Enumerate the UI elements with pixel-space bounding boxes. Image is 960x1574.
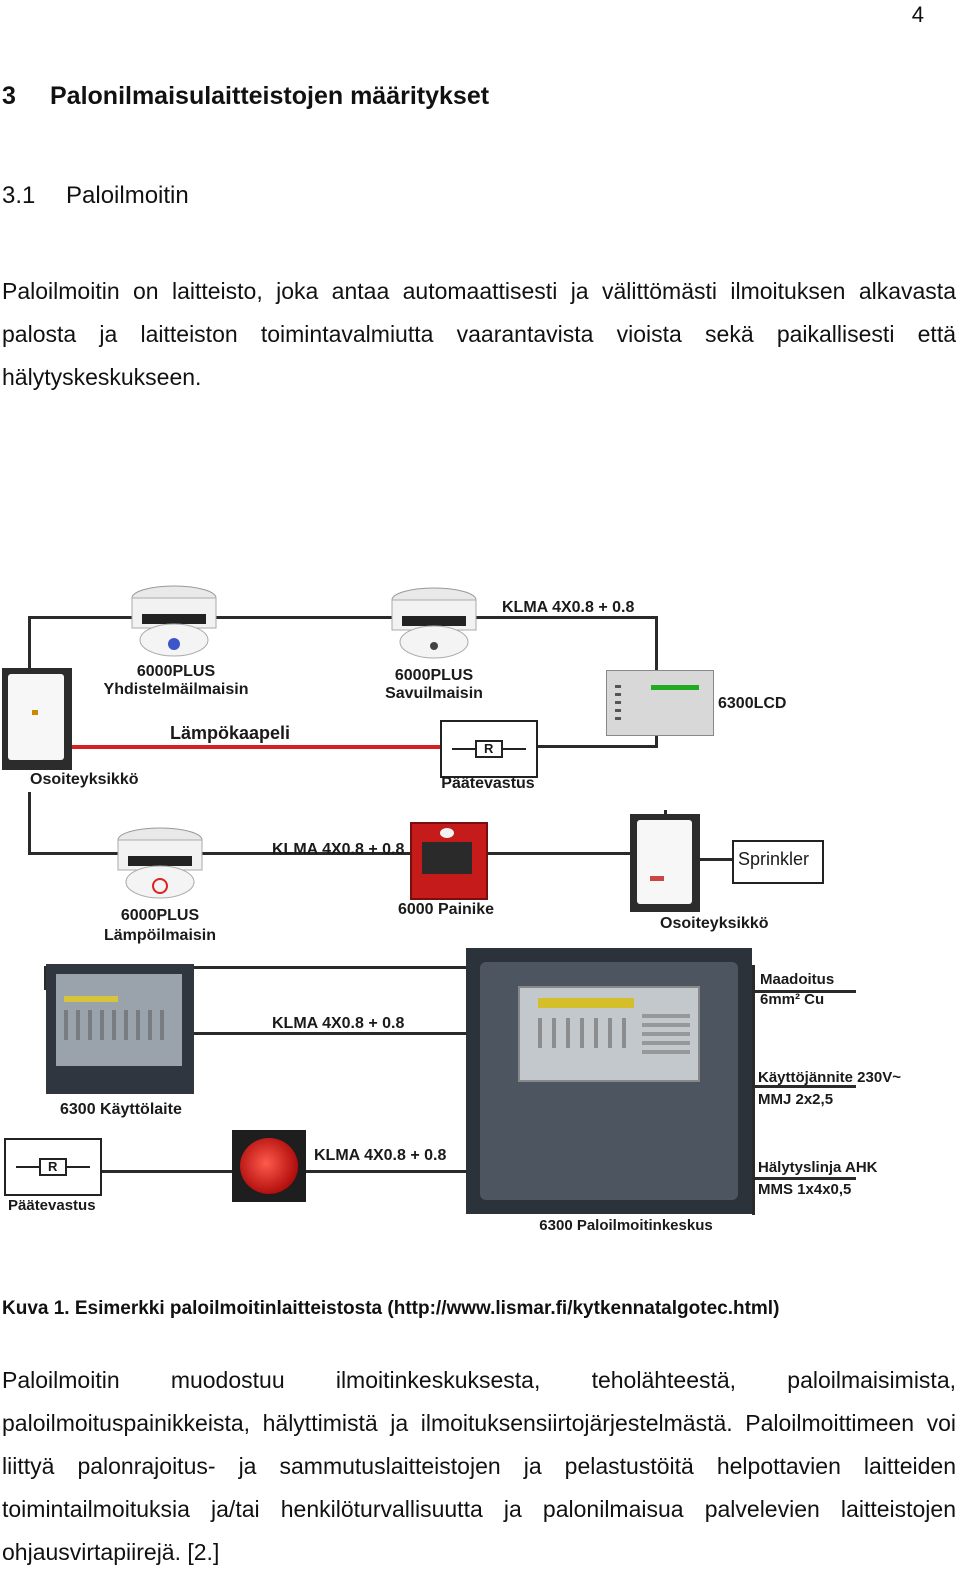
- intro-paragraph: Paloilmoitin on laitteisto, joka antaa a…: [2, 278, 956, 390]
- label-panel: 6300 Paloilmoitinkeskus: [539, 1217, 713, 1234]
- control-unit-icon: [46, 964, 194, 1094]
- label-alarm-1: Hälytyslinja AHK: [758, 1159, 878, 1176]
- resistor-bottom-box: R: [4, 1138, 102, 1196]
- call-point-icon: [410, 822, 488, 900]
- heat-detector-icon: [114, 826, 206, 902]
- label-combined-model: 6000PLUS: [136, 663, 216, 680]
- chapter-heading: 3 Palonilmaisulaitteistojen määritykset: [2, 82, 489, 111]
- label-cable-bottom: KLMA 4X0.8 + 0.8: [314, 1147, 447, 1164]
- label-button: 6000 Painike: [397, 901, 495, 918]
- wire-left-to-heat: [28, 852, 128, 855]
- heat-cable-wire: [70, 745, 440, 749]
- address-unit-right-icon: [630, 814, 700, 912]
- label-earth-1: Maadoitus: [760, 971, 835, 988]
- fire-alarm-panel-icon: [466, 948, 752, 1214]
- body-paragraph: Paloilmoitin muodostuu ilmoitinkeskukses…: [2, 1367, 956, 1565]
- wire-right-top: [655, 616, 658, 676]
- label-resistor-top: Päätevastus: [441, 775, 535, 792]
- label-sprinkler: Sprinkler: [738, 849, 810, 869]
- wire-left-top: [28, 616, 31, 670]
- section-number: 3.1: [2, 182, 36, 209]
- figure-caption: Kuva 1. Esimerkki paloilmoitinlaitteisto…: [2, 1298, 780, 1319]
- wire-control-to-panel: [194, 1032, 466, 1035]
- wire-resistor-to-sounder: [100, 1170, 232, 1173]
- label-alarm-2: MMS 1x4x0,5: [758, 1181, 852, 1198]
- wire-panel-right: [752, 965, 755, 1215]
- label-heat-cable: Lämpökaapeli: [170, 723, 291, 743]
- chapter-title: Palonilmaisulaitteistojen määritykset: [50, 82, 490, 110]
- combined-detector-icon: [128, 584, 220, 660]
- label-address-unit-right: Osoiteyksikkö: [660, 915, 769, 932]
- resistor-top-symbol: R: [484, 741, 494, 756]
- label-smoke-model: 6000PLUS: [394, 667, 474, 684]
- wire-panel-top: [44, 966, 468, 969]
- wire-sounder-to-panel: [306, 1170, 466, 1173]
- label-cable-panel: KLMA 4X0.8 + 0.8: [272, 1015, 405, 1032]
- label-voltage-2: MMJ 2x2,5: [758, 1091, 834, 1108]
- smoke-detector-icon: [388, 586, 480, 662]
- wire-panel-left: [44, 966, 47, 990]
- lcd-panel-icon: [606, 670, 714, 736]
- label-voltage-1: Käyttöjännite 230V~: [758, 1069, 901, 1086]
- label-cable-mid: KLMA 4X0.8 + 0.8: [272, 841, 405, 858]
- label-heat-name: Lämpöilmaisin: [103, 927, 217, 944]
- wire-earth: [752, 990, 856, 993]
- wire-button-to-unit: [484, 852, 664, 855]
- sounder-icon: [232, 1130, 306, 1202]
- label-lcd: 6300LCD: [718, 695, 787, 712]
- section-title: Paloilmoitin: [66, 182, 189, 209]
- resistor-top-box: R: [440, 720, 538, 778]
- label-address-unit-left: Osoiteyksikkö: [30, 771, 139, 788]
- section-heading: 3.1 Paloilmoitin: [2, 182, 189, 210]
- wire-top: [28, 616, 658, 619]
- wire-heat-to-button: [200, 852, 410, 855]
- label-combined-name: Yhdistelmäilmaisin: [103, 681, 249, 698]
- wire-sprinkler: [698, 858, 734, 861]
- fire-alarm-diagram: R R 6000: [0, 570, 960, 1250]
- label-heat-model: 6000PLUS: [120, 907, 200, 924]
- wire-voltage: [752, 1085, 856, 1088]
- address-unit-left-icon: [2, 668, 72, 770]
- label-earth-2: 6mm² Cu: [760, 991, 825, 1008]
- label-control-unit: 6300 Käyttölaite: [60, 1101, 182, 1118]
- wire-resistor-right: [535, 745, 655, 748]
- page-number: 4: [911, 2, 924, 27]
- sprinkler-box: [732, 840, 824, 884]
- resistor-bottom-symbol: R: [48, 1159, 58, 1174]
- label-smoke-name: Savuilmaisin: [385, 685, 483, 702]
- label-resistor-bottom: Päätevastus: [8, 1197, 96, 1214]
- wire-left-mid: [28, 792, 31, 854]
- wire-alarm-line: [752, 1177, 856, 1180]
- label-cable-top: KLMA 4X0.8 + 0.8: [502, 599, 635, 616]
- chapter-number: 3: [2, 82, 16, 110]
